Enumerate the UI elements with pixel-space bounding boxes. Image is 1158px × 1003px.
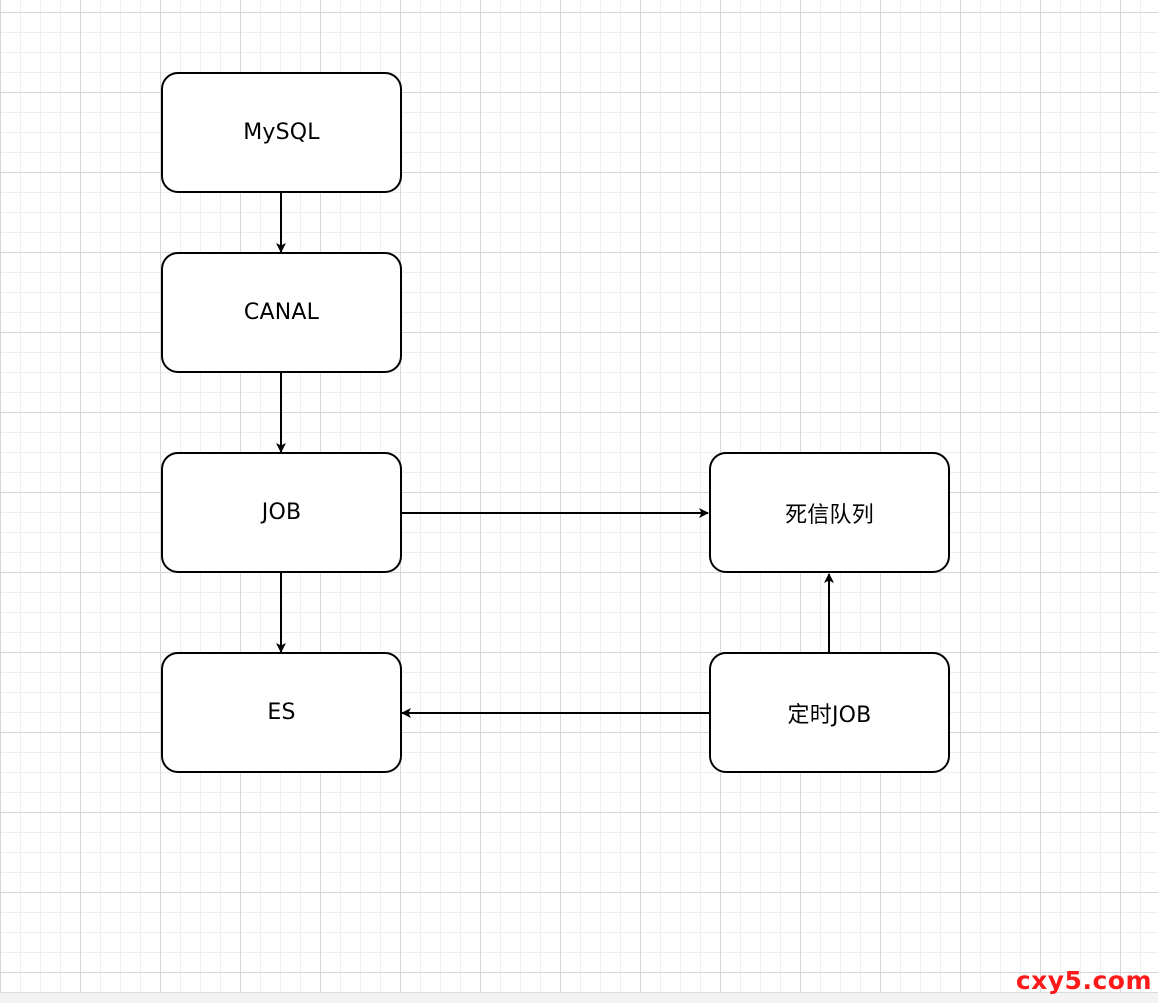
node-mysql-label: MySQL <box>243 120 320 145</box>
bottom-scrollbar-strip <box>0 992 1158 1003</box>
node-job[interactable]: JOB <box>161 452 402 573</box>
node-job-label: JOB <box>261 500 302 525</box>
node-es[interactable]: ES <box>161 652 402 773</box>
node-mysql[interactable]: MySQL <box>161 72 402 193</box>
node-canal[interactable]: CANAL <box>161 252 402 373</box>
node-es-label: ES <box>267 700 296 725</box>
node-scheduled-job[interactable]: 定时JOB <box>709 652 950 773</box>
node-dead-letter-queue[interactable]: 死信队列 <box>709 452 950 573</box>
watermark: cxy5.com <box>1015 966 1152 995</box>
node-scheduled-job-label: 定时JOB <box>787 702 872 728</box>
node-dead-letter-queue-label: 死信队列 <box>785 502 874 528</box>
node-canal-label: CANAL <box>243 300 320 325</box>
